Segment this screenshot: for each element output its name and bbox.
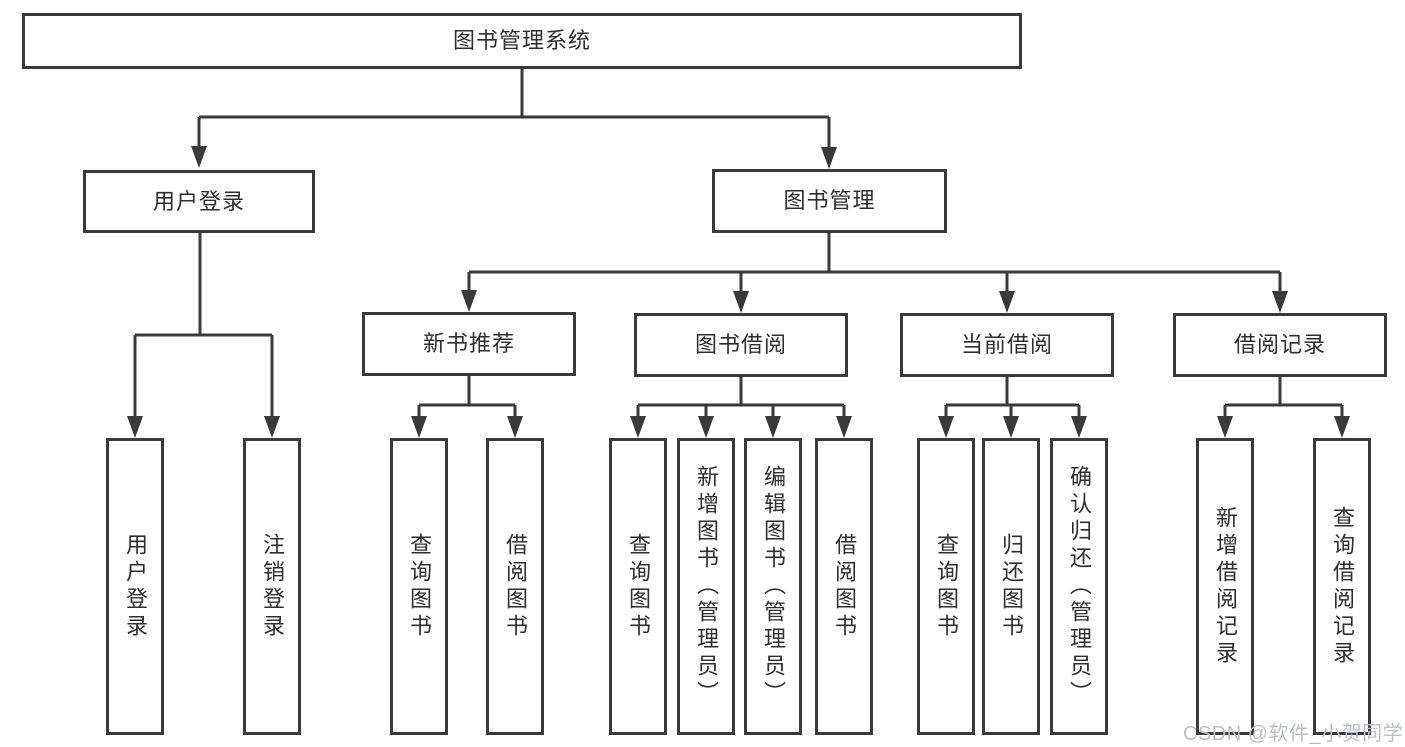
node-new-book-recommend: 新书推荐 <box>362 312 576 376</box>
leaf-return-books: 归还图书 <box>982 438 1040 735</box>
arrowhead <box>507 416 523 438</box>
arrowhead <box>821 147 837 169</box>
node-borrow-records: 借阅记录 <box>1173 313 1387 377</box>
leaf-query-borrow-record: 查询借阅记录 <box>1313 438 1371 735</box>
leaf-borrow-books-recommend: 借阅图书 <box>486 438 544 735</box>
arrowhead <box>1217 416 1233 438</box>
arrowhead <box>411 416 427 438</box>
arrowhead <box>1334 416 1350 438</box>
arrowhead <box>1071 416 1087 438</box>
node-book-management: 图书管理 <box>712 169 947 233</box>
arrowheads <box>127 146 1350 438</box>
arrowhead <box>191 146 207 168</box>
arrowhead <box>264 416 280 438</box>
leaf-query-books-recommend: 查询图书 <box>390 438 448 735</box>
tree-edges <box>133 69 1344 417</box>
csdn-watermark: CSDN @软件_小贺同学 <box>1183 723 1404 745</box>
leaf-confirm-return-admin: 确认归还（管理员） <box>1050 438 1108 735</box>
arrowhead <box>461 290 477 312</box>
leaf-borrow-books: 借阅图书 <box>815 438 873 735</box>
node-library-management-system: 图书管理系统 <box>22 13 1022 69</box>
arrowhead <box>698 416 714 438</box>
leaf-logout-login: 注销登录 <box>243 438 301 735</box>
arrowhead <box>765 416 781 438</box>
arrowhead <box>127 416 143 438</box>
leaf-edit-books-admin: 编辑图书（管理员） <box>744 438 802 735</box>
leaf-query-books-current: 查询图书 <box>917 438 975 735</box>
arrowhead <box>836 416 852 438</box>
arrowhead <box>1272 291 1288 313</box>
arrowhead <box>630 416 646 438</box>
leaf-add-borrow-record: 新增借阅记录 <box>1196 438 1254 735</box>
arrowhead <box>1003 416 1019 438</box>
leaf-user-login: 用户登录 <box>106 438 164 735</box>
arrowhead <box>938 416 954 438</box>
node-user-login: 用户登录 <box>83 170 315 233</box>
node-current-borrow: 当前借阅 <box>900 313 1114 377</box>
leaf-query-books-borrow: 查询图书 <box>609 438 667 735</box>
arrowhead <box>733 291 749 313</box>
arrowhead <box>999 291 1015 313</box>
node-book-borrow: 图书借阅 <box>634 313 848 377</box>
leaf-add-books-admin: 新增图书（管理员） <box>677 438 735 735</box>
